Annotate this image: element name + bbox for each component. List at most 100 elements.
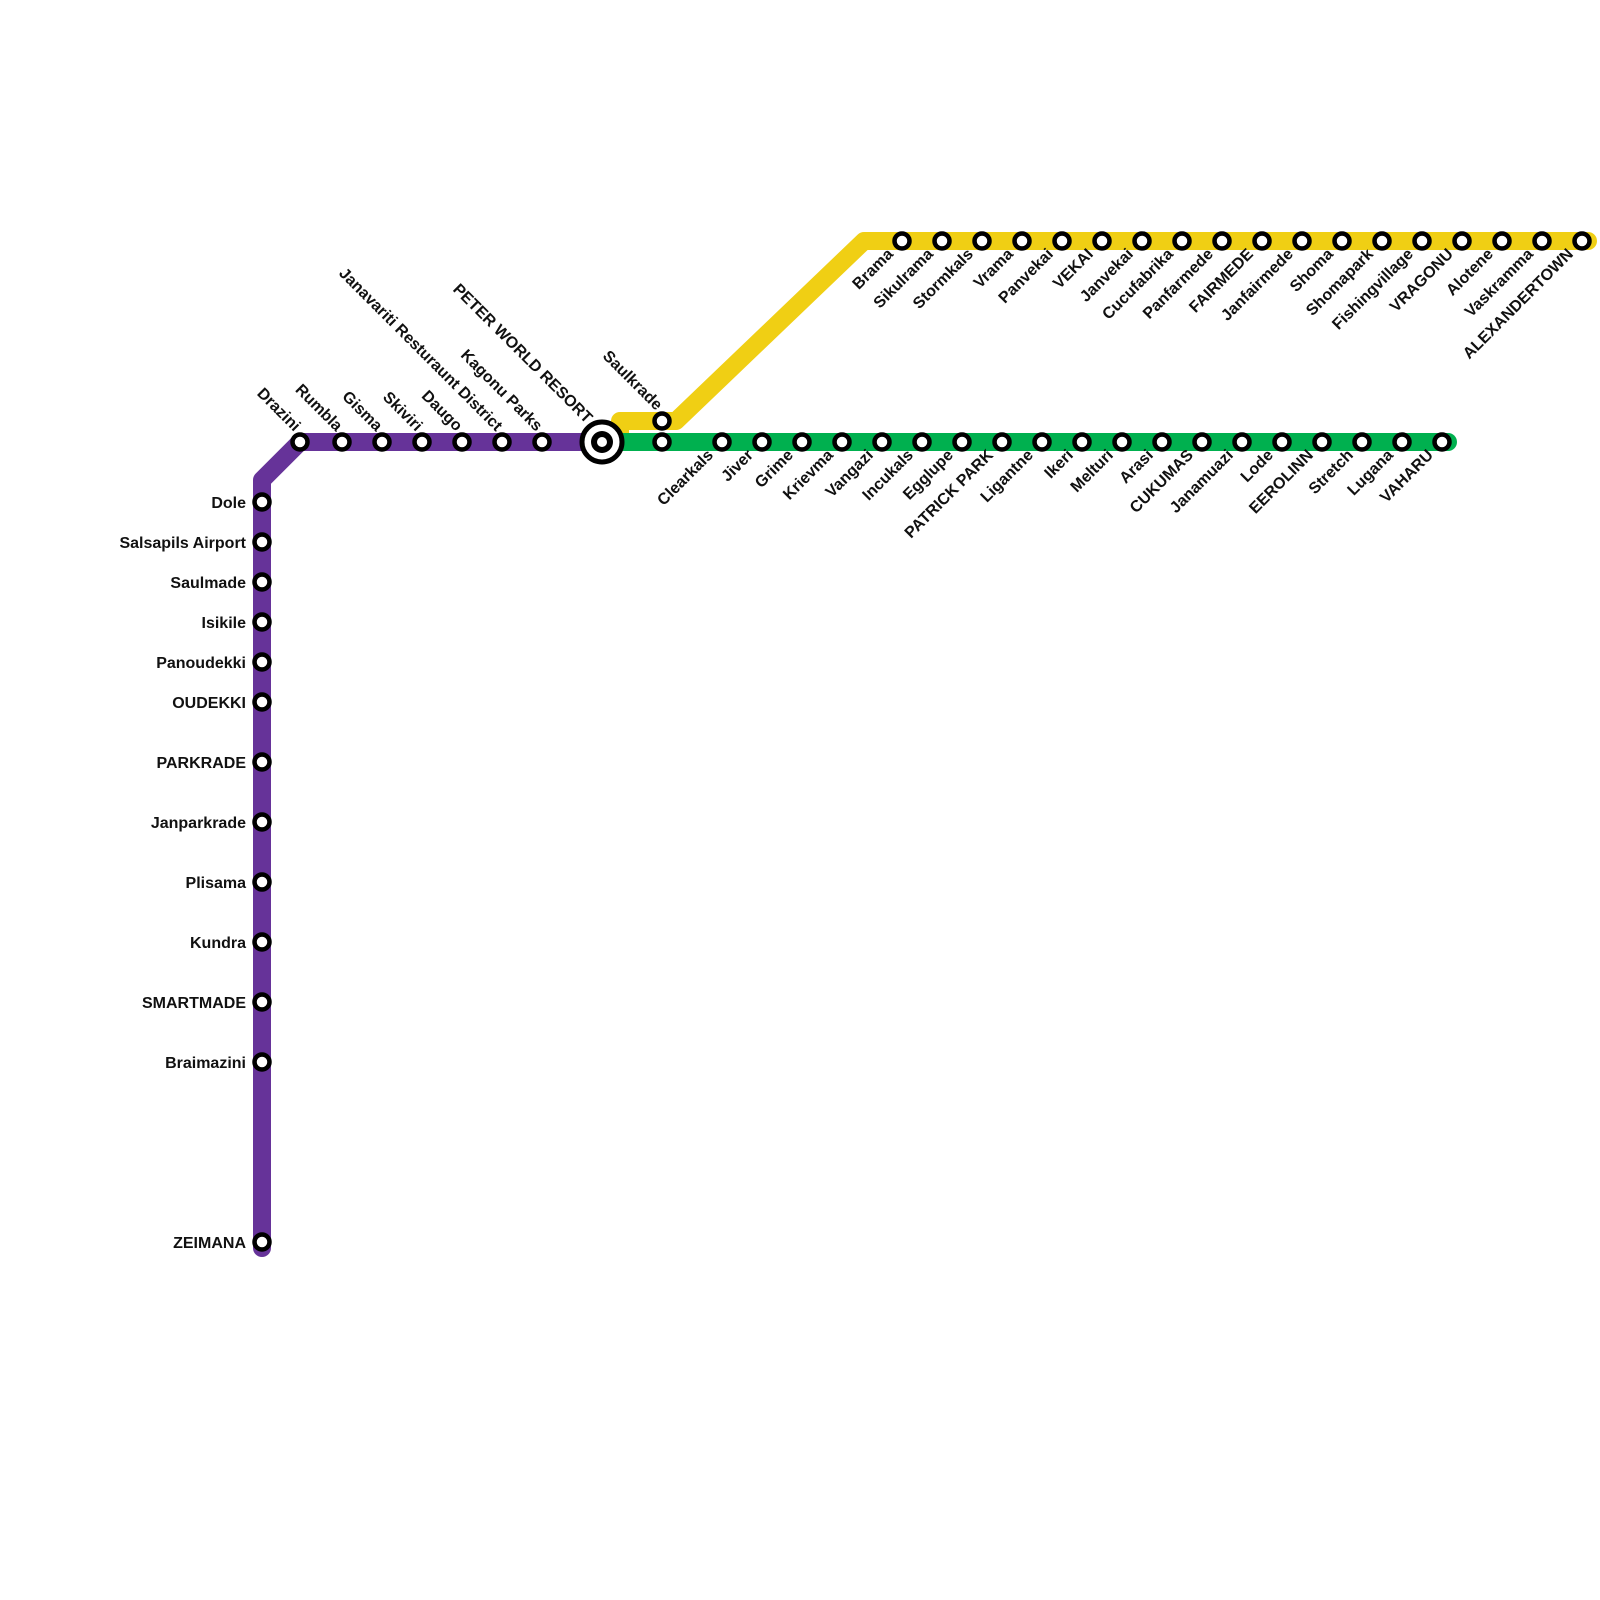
station-label: Janparkrade [151, 815, 246, 832]
station-label: PARKRADE [157, 755, 247, 772]
station-marker[interactable] [1092, 231, 1112, 251]
station-marker[interactable] [1352, 432, 1372, 452]
station-marker[interactable] [972, 231, 992, 251]
station-smartmade[interactable]: SMARTMADE [142, 992, 272, 1013]
station-zeimana[interactable]: ZEIMANA [173, 1232, 272, 1253]
station-marker[interactable] [872, 432, 892, 452]
station-marker[interactable] [1412, 231, 1432, 251]
station-label: Panoudekki [156, 655, 246, 672]
station-label: Clearkals [654, 447, 716, 509]
station-marker[interactable] [1432, 432, 1452, 452]
station-marker[interactable] [1172, 231, 1192, 251]
station-isikile[interactable]: Isikile [202, 612, 272, 633]
station-marker[interactable] [252, 612, 272, 632]
station-salsapils-airport[interactable]: Salsapils Airport [119, 532, 272, 553]
station-marker[interactable] [252, 932, 272, 952]
station-label: Salsapils Airport [119, 535, 246, 552]
station-marker[interactable] [372, 432, 392, 452]
station-plisama[interactable]: Plisama [186, 872, 272, 893]
station-marker[interactable] [1492, 231, 1512, 251]
station-marker[interactable] [1572, 231, 1592, 251]
station-marker[interactable] [452, 432, 472, 452]
station-marker[interactable] [1212, 231, 1232, 251]
station-marker[interactable] [532, 432, 552, 452]
station-braimazini[interactable]: Braimazini [165, 1052, 272, 1073]
station-marker[interactable] [252, 872, 272, 892]
station-label: Isikile [202, 615, 247, 632]
station-label: SMARTMADE [142, 995, 246, 1012]
station-marker[interactable] [1112, 432, 1132, 452]
station-marker[interactable] [1532, 231, 1552, 251]
station-saulmade[interactable]: Saulmade [170, 572, 272, 593]
station-marker[interactable] [252, 492, 272, 512]
station-label: Kundra [190, 935, 246, 952]
station-marker[interactable] [652, 411, 672, 431]
station-label: Skiviri [379, 389, 425, 435]
yellow-line-stations: SaulkradeBramaSikulramaStormkalsVramaPan… [599, 231, 1592, 431]
station-parkrade[interactable]: PARKRADE [157, 752, 272, 773]
station-dole[interactable]: Dole [211, 492, 272, 513]
station-marker[interactable] [1332, 231, 1352, 251]
station-label: Rumbla [292, 381, 346, 435]
station-marker[interactable] [1012, 231, 1032, 251]
station-label: ZEIMANA [173, 1235, 246, 1252]
station-marker[interactable] [912, 432, 932, 452]
station-marker[interactable] [1292, 231, 1312, 251]
station-marker[interactable] [952, 432, 972, 452]
station-marker[interactable] [752, 432, 772, 452]
station-marker[interactable] [412, 432, 432, 452]
station-marker[interactable] [932, 231, 952, 251]
station-marker[interactable] [252, 812, 272, 832]
station-label: Dole [211, 495, 246, 512]
station-marker[interactable] [1272, 432, 1292, 452]
station-label: Gisma [339, 388, 386, 435]
station-marker[interactable] [652, 432, 672, 452]
station-marker[interactable] [712, 432, 732, 452]
station-marker[interactable] [252, 1052, 272, 1072]
station-marker[interactable] [1252, 231, 1272, 251]
station-marker[interactable] [1372, 231, 1392, 251]
station-marker[interactable] [892, 231, 912, 251]
station-marker[interactable] [1392, 432, 1412, 452]
station-marker[interactable] [290, 432, 310, 452]
station-label: Ikeri [1042, 447, 1077, 482]
station-kundra[interactable]: Kundra [190, 932, 272, 953]
station-marker[interactable] [252, 752, 272, 772]
station-label: Braimazini [165, 1055, 246, 1072]
station-label: OUDEKKI [172, 695, 246, 712]
station-marker[interactable] [832, 432, 852, 452]
station-marker[interactable] [332, 432, 352, 452]
station-label: Saulmade [170, 575, 246, 592]
station-marker[interactable] [1192, 432, 1212, 452]
station-marker[interactable] [252, 572, 272, 592]
purple-line-route [253, 433, 611, 1257]
station-oudekki[interactable]: OUDEKKI [172, 692, 272, 713]
station-marker[interactable] [992, 432, 1012, 452]
station-marker[interactable] [1132, 231, 1152, 251]
station-marker[interactable] [492, 432, 512, 452]
station-marker[interactable] [1052, 231, 1072, 251]
station-label: Saulkrade [599, 348, 665, 414]
station-label: Plisama [186, 875, 247, 892]
station-janparkrade[interactable]: Janparkrade [151, 812, 272, 833]
station-marker[interactable] [1072, 432, 1092, 452]
station-marker[interactable] [792, 432, 812, 452]
interchange-station[interactable] [579, 419, 625, 465]
station-panoudekki[interactable]: Panoudekki [156, 652, 272, 673]
station-marker[interactable] [1232, 432, 1252, 452]
station-marker[interactable] [252, 652, 272, 672]
station-green-junction[interactable] [652, 432, 672, 452]
station-label: Janfairmede [1218, 246, 1297, 325]
station-marker[interactable] [1452, 231, 1472, 251]
station-marker[interactable] [252, 992, 272, 1012]
interchange-center-dot [597, 437, 607, 447]
station-marker[interactable] [252, 532, 272, 552]
station-label: Melturi [1068, 447, 1117, 496]
station-marker[interactable] [252, 1232, 272, 1252]
station-marker[interactable] [252, 692, 272, 712]
station-marker[interactable] [1152, 432, 1172, 452]
station-marker[interactable] [1032, 432, 1052, 452]
station-marker[interactable] [1312, 432, 1332, 452]
